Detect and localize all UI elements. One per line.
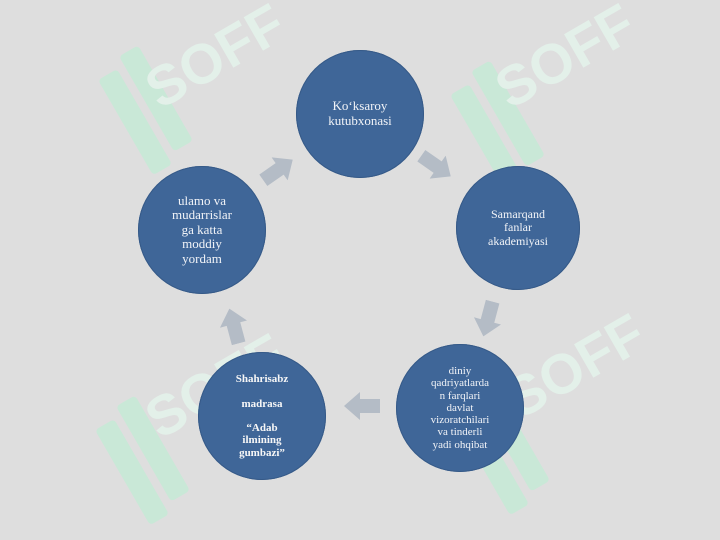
- watermark-mark-top-right: SOFF: [451, 0, 646, 189]
- arrow-kutubxona-to-akademiya: [417, 149, 451, 179]
- node-label: diniy qadriyatlarda n farqlari davlat vi…: [430, 364, 490, 451]
- arrow-davlat-to-madrasa: [344, 392, 380, 420]
- node-label: Shahrisabz madrasa “Adab ilmining gumbaz…: [235, 372, 289, 459]
- node-yordam: ulamo va mudarrislar ga katta moddiy yor…: [138, 166, 266, 294]
- watermark-text: SOFF: [485, 0, 646, 120]
- node-kutubxona: Ko‘ksaroy kutubxonasi: [296, 50, 424, 178]
- node-label: Samarqand fanlar akademiyasi: [488, 206, 548, 248]
- arrow-madrasa-to-yordam: [219, 308, 248, 346]
- node-akademiya: Samarqand fanlar akademiyasi: [456, 166, 580, 290]
- node-label: Ko‘ksaroy kutubxonasi: [328, 98, 392, 128]
- watermark-text: SOFF: [135, 0, 296, 120]
- watermark-mark-top-left: SOFF: [99, 0, 296, 174]
- node-label: ulamo va mudarrislar ga katta moddiy yor…: [172, 192, 232, 266]
- node-davlat: diniy qadriyatlarda n farqlari davlat vi…: [396, 344, 524, 472]
- node-madrasa: Shahrisabz madrasa “Adab ilmining gumbaz…: [198, 352, 326, 480]
- arrow-yordam-to-kutubxona: [259, 157, 293, 187]
- arrow-akademiya-to-davlat: [473, 299, 502, 337]
